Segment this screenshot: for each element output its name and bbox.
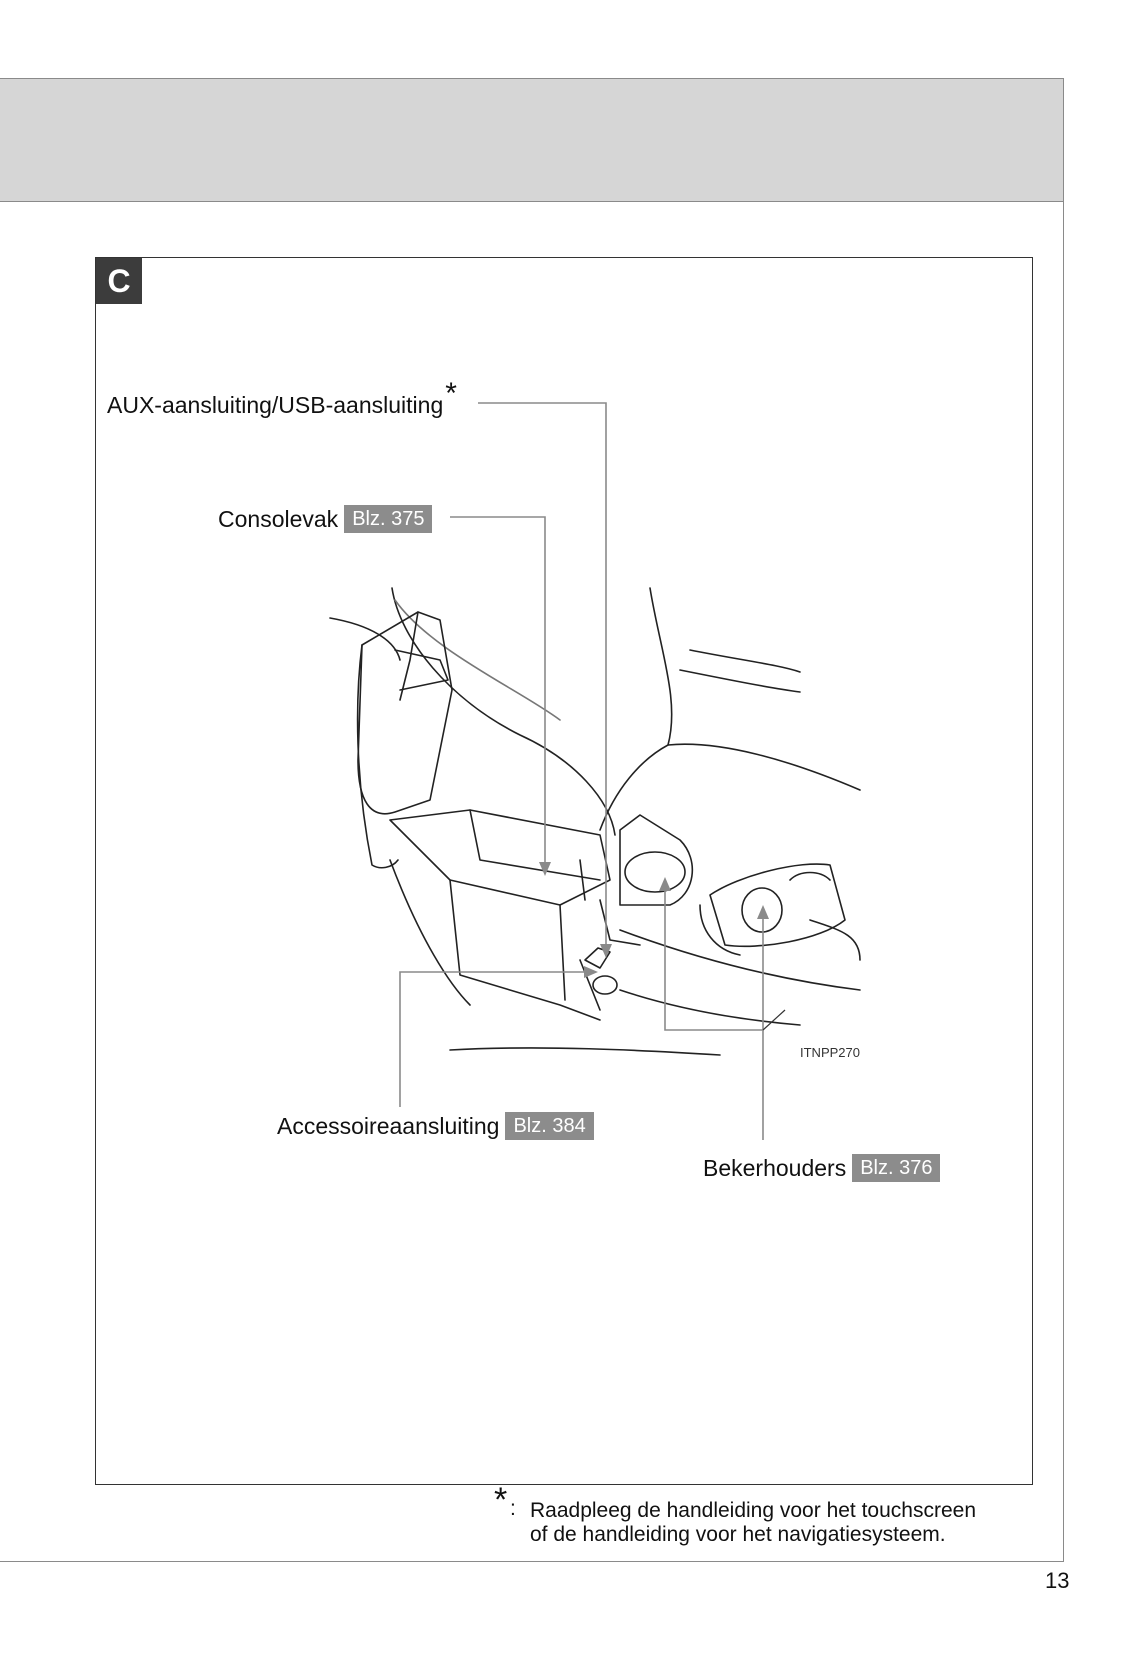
callout-cupholders-label: Bekerhouders (703, 1155, 847, 1181)
footnote-marker: * (445, 377, 457, 410)
header-band (0, 78, 1064, 202)
bottom-rule (0, 1561, 1064, 1562)
callout-aux-usb-label: AUX-aansluiting/USB-aansluiting (107, 392, 444, 418)
accessory-page-ref[interactable]: Blz. 384 (505, 1112, 594, 1140)
footnote-colon: : (510, 1497, 516, 1520)
illustration-panel (95, 257, 1033, 1485)
callout-console-label: Consolevak (218, 506, 339, 532)
footnote-asterisk: * (494, 1481, 508, 1519)
console-page-ref[interactable]: Blz. 375 (344, 505, 433, 533)
cupholders-page-ref[interactable]: Blz. 376 (852, 1154, 941, 1182)
callout-accessory-label: Accessoireaansluiting (277, 1113, 500, 1139)
footnote-line-1: Raadpleeg de handleiding voor het touchs… (530, 1499, 976, 1522)
page-number: 13 (1045, 1568, 1070, 1593)
footnote-line-2: of de handleiding voor het navigatiesyst… (530, 1523, 946, 1546)
section-badge: C (96, 258, 142, 304)
right-margin-rule (1063, 202, 1064, 1562)
image-code: ITNPP270 (800, 1045, 860, 1060)
footnote-text: Raadpleeg de handleiding voor het touchs… (530, 1499, 976, 1547)
callout-aux-usb: AUX-aansluiting/USB-aansluiting* (107, 379, 457, 419)
